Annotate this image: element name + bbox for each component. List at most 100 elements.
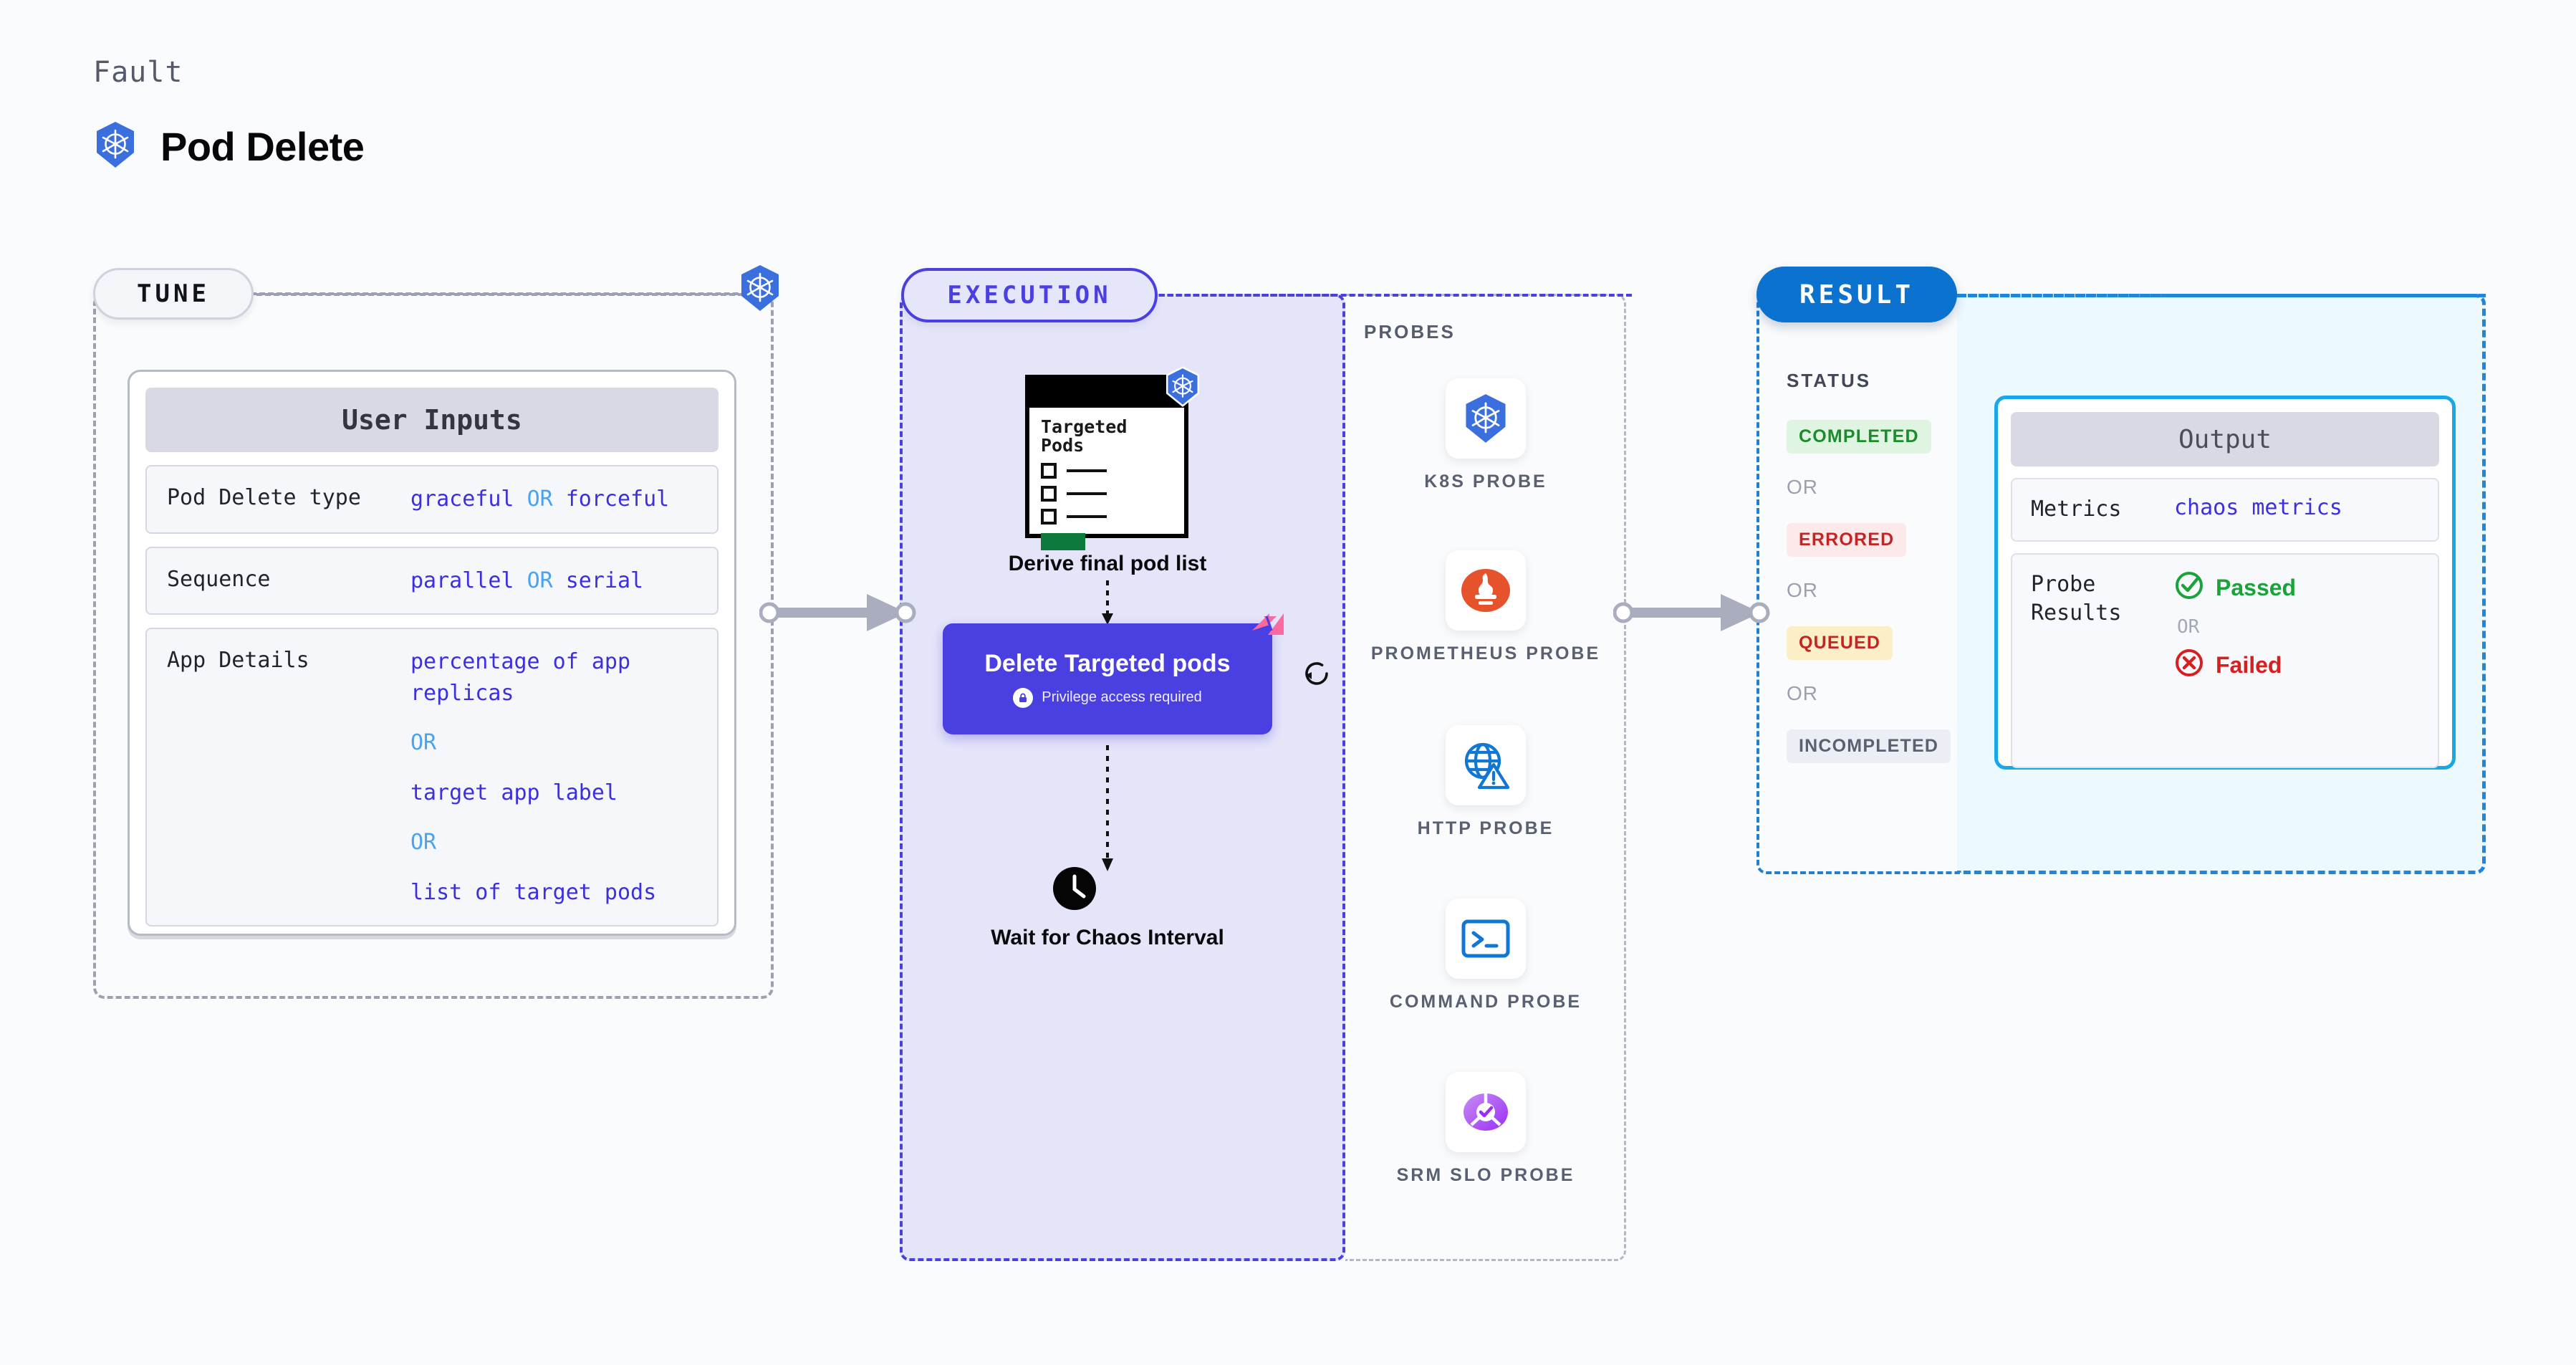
or-separator: OR xyxy=(410,830,437,855)
input-row-pod-delete-type[interactable]: Pod Delete type graceful OR forceful xyxy=(145,465,719,534)
value-option-a: graceful xyxy=(410,487,514,512)
terminal-icon xyxy=(1446,899,1526,979)
probe-item-http[interactable]: HTTP PROBE xyxy=(1345,725,1626,840)
retry-loop-icon xyxy=(1299,656,1334,694)
probe-result-passed: Passed xyxy=(2174,570,2296,606)
probe-label: SRM SLO PROBE xyxy=(1396,1165,1575,1185)
input-row-app-details[interactable]: App Details percentage of app replicas O… xyxy=(145,628,719,926)
status-badge-incompleted: INCOMPLETED xyxy=(1787,729,1951,763)
line-placeholder xyxy=(1067,514,1107,518)
kubernetes-icon xyxy=(1164,366,1201,411)
probe-item-prometheus[interactable]: PROMETHEUS PROBE xyxy=(1345,550,1626,666)
result-section-label[interactable]: RESULT xyxy=(1756,267,1957,322)
result-section-container xyxy=(1756,294,1961,874)
input-row-sequence[interactable]: Sequence parallel OR serial xyxy=(145,546,719,615)
kubernetes-icon xyxy=(93,120,138,173)
or-separator: OR xyxy=(1787,579,1818,601)
output-value: chaos metrics xyxy=(2174,495,2342,520)
user-inputs-card: User Inputs Pod Delete type graceful OR … xyxy=(128,370,736,936)
output-title: Output xyxy=(2011,412,2439,466)
checkbox-icon xyxy=(1041,508,1057,525)
probe-label: K8S PROBE xyxy=(1424,471,1547,492)
tune-section-label[interactable]: TUNE xyxy=(93,268,254,320)
connector-execution-to-result xyxy=(1613,594,1770,631)
targeted-pods-title: Targeted Pods xyxy=(1041,416,1128,456)
kubernetes-badge-icon xyxy=(738,264,782,316)
app-details-option-3: list of target pods xyxy=(410,879,657,905)
list-item xyxy=(1041,508,1173,525)
output-key: Probe Results xyxy=(2031,571,2122,626)
output-key: Metrics xyxy=(2031,497,2122,522)
or-separator: OR xyxy=(410,730,437,755)
user-inputs-title: User Inputs xyxy=(145,388,719,452)
check-circle-icon xyxy=(2174,570,2204,606)
list-item xyxy=(1041,485,1173,502)
or-separator: OR xyxy=(527,487,553,512)
output-row-probe-results[interactable]: Probe Results Passed OR xyxy=(2011,552,2439,768)
connector-tune-to-execution xyxy=(759,594,916,631)
probe-label: HTTP PROBE xyxy=(1417,818,1554,838)
input-key: App Details xyxy=(167,648,309,673)
privilege-text: Privilege access required xyxy=(1042,689,1202,706)
prometheus-icon xyxy=(1446,550,1526,631)
derive-pod-list-label: Derive final pod list xyxy=(1008,552,1207,575)
kubernetes-icon xyxy=(1446,378,1526,459)
probe-label: PROMETHEUS PROBE xyxy=(1370,643,1601,664)
delete-targeted-pods-node[interactable]: Delete Targeted pods Privilege access re… xyxy=(943,613,1284,734)
line-placeholder xyxy=(1067,469,1107,472)
or-separator: OR xyxy=(2177,616,2200,638)
value-option-b: forceful xyxy=(565,487,670,512)
passed-label: Passed xyxy=(2216,575,2297,600)
probe-item-srm-slo[interactable]: SRM SLO PROBE xyxy=(1345,1072,1626,1187)
status-badge-queued: QUEUED xyxy=(1787,626,1893,660)
globe-warning-icon xyxy=(1446,725,1526,805)
fault-kicker: Fault xyxy=(93,56,183,89)
or-separator: OR xyxy=(1787,682,1818,704)
execution-flow: Targeted Pods xyxy=(900,294,1345,1261)
value-option-b: serial xyxy=(565,567,644,593)
probes-title: PROBES xyxy=(1364,321,1456,343)
flow-arrow-down xyxy=(1102,745,1113,871)
app-details-option-1: percentage of app replicas xyxy=(410,649,631,706)
line-placeholder xyxy=(1067,492,1107,495)
input-key: Sequence xyxy=(167,566,271,592)
or-separator: OR xyxy=(1787,476,1818,498)
failed-label: Failed xyxy=(2216,652,2282,678)
targeted-pods-card: Targeted Pods xyxy=(1025,366,1200,550)
probe-label: COMMAND PROBE xyxy=(1389,992,1582,1012)
probe-result-failed: Failed xyxy=(2174,648,2296,684)
tune-top-dashed-line xyxy=(256,293,744,296)
execution-section-container xyxy=(900,294,1345,1261)
probe-item-command[interactable]: COMMAND PROBE xyxy=(1345,899,1626,1014)
checkbox-icon xyxy=(1041,462,1057,479)
result-top-dashed-line xyxy=(1959,294,2486,297)
card-titlebar xyxy=(1029,379,1184,408)
input-value: parallel OR serial xyxy=(410,565,643,597)
app-details-option-2: target app label xyxy=(410,780,617,805)
lock-icon xyxy=(1013,687,1034,708)
output-card: Output Metrics chaos metrics Probe Resul… xyxy=(1994,396,2456,770)
harness-logo-icon xyxy=(1248,606,1288,647)
value-option-a: parallel xyxy=(410,567,514,593)
input-key: Pod Delete type xyxy=(167,485,361,510)
input-value: percentage of app replicas OR target app… xyxy=(410,646,697,908)
x-circle-icon xyxy=(2174,648,2204,684)
green-status-bar xyxy=(1041,532,1085,550)
privilege-note: Privilege access required xyxy=(1013,687,1202,708)
flow-arrow-down xyxy=(1102,580,1113,625)
checkbox-icon xyxy=(1041,485,1057,502)
output-row-metrics[interactable]: Metrics chaos metrics xyxy=(2011,478,2439,542)
page-title: Pod Delete xyxy=(160,124,365,169)
status-title: STATUS xyxy=(1787,370,1872,391)
srm-slo-icon xyxy=(1446,1072,1526,1152)
execution-top-dashed-line xyxy=(1159,294,1632,297)
status-badge-errored: ERRORED xyxy=(1787,523,1907,557)
probe-item-k8s[interactable]: K8S PROBE xyxy=(1345,378,1626,494)
execution-section-label[interactable]: EXECUTION xyxy=(901,268,1158,322)
node-title: Delete Targeted pods xyxy=(984,650,1231,678)
wait-for-chaos-interval-label: Wait for Chaos Interval xyxy=(991,926,1224,949)
status-badge-completed: COMPLETED xyxy=(1787,420,1931,454)
fault-header: Pod Delete xyxy=(93,120,365,173)
list-item xyxy=(1041,462,1173,479)
